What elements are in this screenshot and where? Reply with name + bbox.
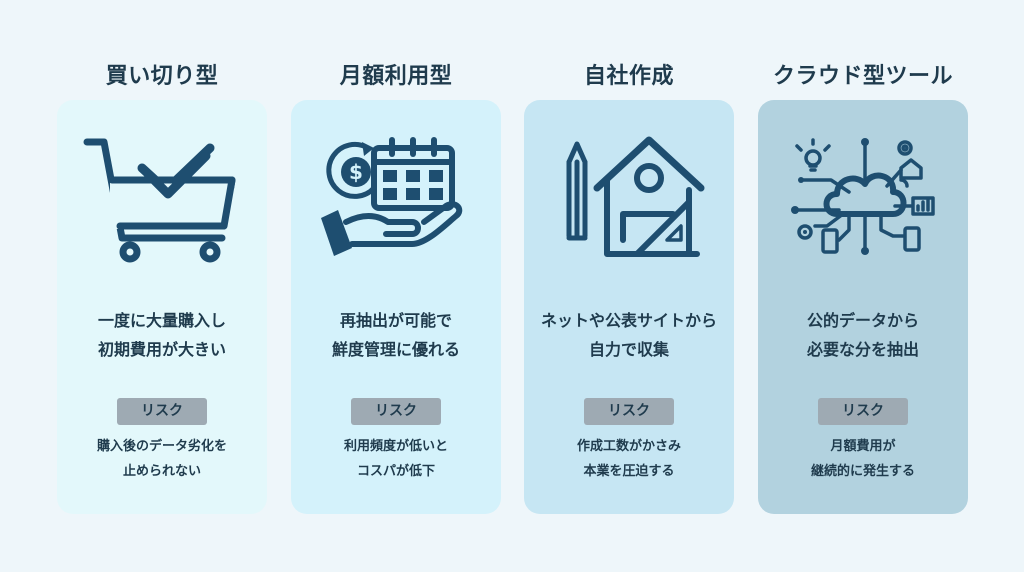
risk-badge: リスク xyxy=(818,398,908,425)
description: 公的データから 必要な分を抽出 xyxy=(806,311,919,359)
column-title: 買い切り型 xyxy=(105,64,219,89)
description: 再抽出が可能で 鮮度管理に優れる xyxy=(331,311,460,359)
card: 一度に大量購入し 初期費用が大きい リスク 購入後のデータ劣化を 止められない xyxy=(57,100,267,514)
risk-badge: リスク xyxy=(584,398,674,425)
risk-badge: リスク xyxy=(117,398,207,425)
card: $ 再抽出が可能で 鮮度管理に優れる リスク 利用頻度が低いと コスパが低下 xyxy=(291,100,501,514)
description: 一度に大量購入し 初期費用が大きい xyxy=(97,311,226,359)
house-design-tools-icon xyxy=(549,130,709,270)
hand-calendar-dollar-icon: $ xyxy=(316,130,476,270)
risk-text: 月額費用が 継続的に発生する xyxy=(810,439,915,479)
shopping-cart-check-icon xyxy=(82,130,242,270)
svg-text:$: $ xyxy=(349,160,363,184)
column-title: クラウド型ツール xyxy=(772,64,953,89)
cloud-network-icon xyxy=(783,130,943,270)
risk-badge: リスク xyxy=(351,398,441,425)
column-title: 月額利用型 xyxy=(339,64,453,89)
risk-text: 購入後のデータ劣化を 止められない xyxy=(96,439,227,479)
card: 公的データから 必要な分を抽出 リスク 月額費用が 継続的に発生する xyxy=(758,100,968,514)
card: ネットや公表サイトから 自力で収集 リスク 作成工数がかさみ 本業を圧迫する xyxy=(524,100,734,514)
risk-text: 作成工数がかさみ 本業を圧迫する xyxy=(576,439,681,479)
risk-text: 利用頻度が低いと コスパが低下 xyxy=(343,439,448,479)
description: ネットや公表サイトから 自力で収集 xyxy=(540,311,717,359)
column-title: 自社作成 xyxy=(583,64,674,89)
